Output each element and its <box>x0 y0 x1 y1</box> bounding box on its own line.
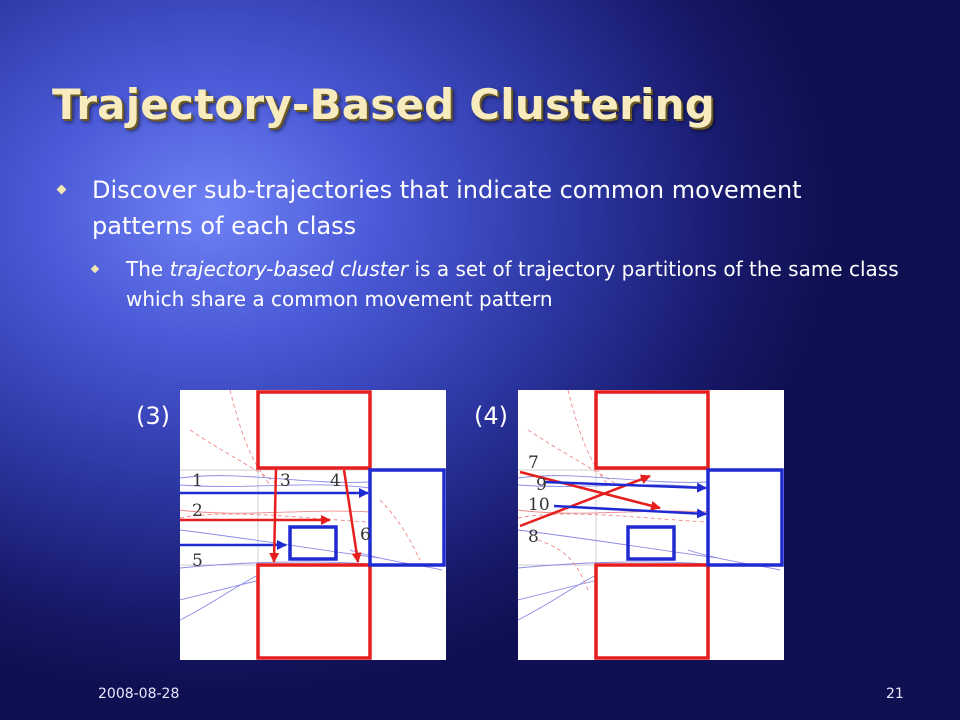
red-regions <box>256 390 372 660</box>
red-regions <box>594 390 710 660</box>
trajectory-number: 1 <box>192 471 203 491</box>
bullet-item-main: Discover sub-trajectories that indicate … <box>56 172 908 244</box>
trajectory-number: 7 <box>528 453 539 473</box>
figure-label-4: (4) <box>474 402 508 430</box>
bullet-text-sub-after: is a set of trajectory partitions of the… <box>126 257 899 311</box>
grid-lines <box>518 390 784 660</box>
figure-label-3: (3) <box>136 402 170 430</box>
trajectory-number: 5 <box>192 551 203 571</box>
diamond-bullet-icon <box>56 184 67 195</box>
bullet-text-sub-emphasis: trajectory-based cluster <box>169 257 409 281</box>
title: Trajectory-Based Clustering <box>52 80 716 129</box>
figure-3: 1 2 3 4 5 6 <box>180 390 446 660</box>
footer-date: 2008-08-28 <box>98 686 180 702</box>
trajectory-number: 10 <box>528 495 550 515</box>
diamond-bullet-icon <box>90 264 100 274</box>
cluster-arrows <box>519 470 707 528</box>
bullet-text-sub-before: The <box>126 257 170 281</box>
trajectory-number: 6 <box>360 525 371 545</box>
bullet-text-main: Discover sub-trajectories that indicate … <box>92 176 802 240</box>
bullet-item-sub: The trajectory-based cluster is a set of… <box>90 254 908 314</box>
cluster-arrows <box>180 467 369 563</box>
bullet-list: Discover sub-trajectories that indicate … <box>56 172 908 314</box>
grid-lines <box>180 390 446 660</box>
background-trajectories <box>180 390 443 621</box>
trajectory-number: 8 <box>528 527 539 547</box>
page-number: 21 <box>886 686 904 702</box>
trajectory-number: 4 <box>330 471 341 491</box>
trajectory-number: 2 <box>192 501 203 521</box>
blue-regions <box>626 468 784 567</box>
trajectory-number: 9 <box>536 475 547 495</box>
blue-regions <box>288 468 446 567</box>
figure-4: 7 9 10 8 <box>518 390 784 660</box>
trajectory-number: 3 <box>280 471 291 491</box>
